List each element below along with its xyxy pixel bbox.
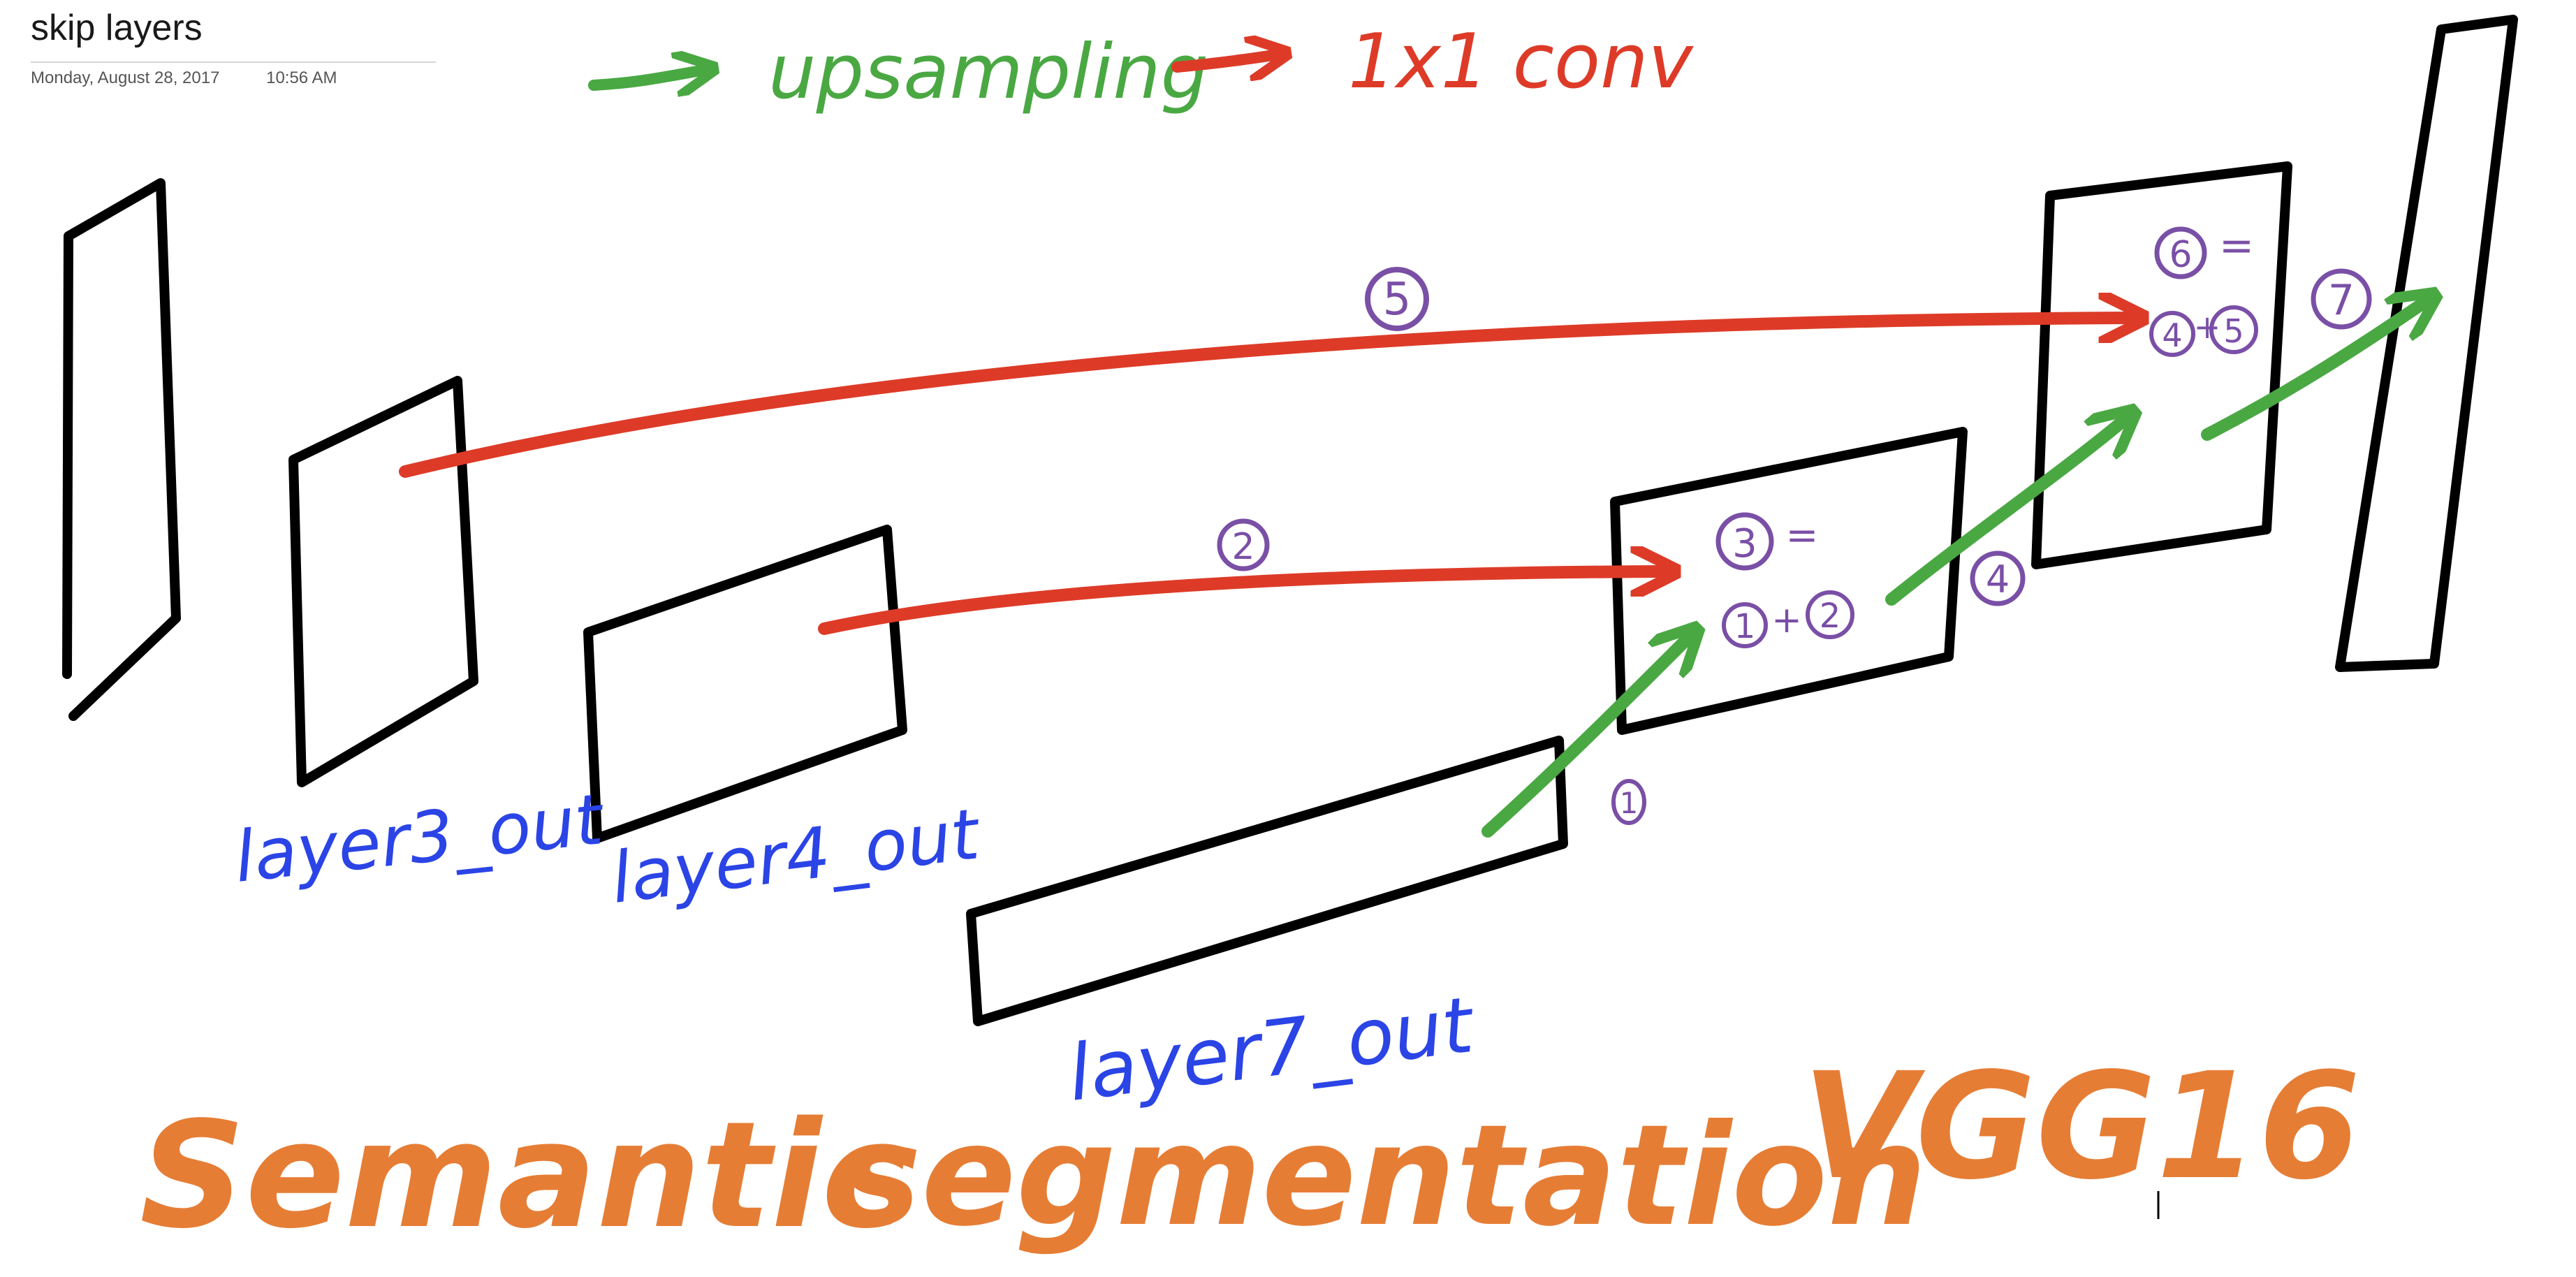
- legend-upsampling-label: upsampling: [768, 29, 1208, 116]
- step-1-circle: [1611, 779, 1646, 825]
- step-6-circle: [2154, 226, 2207, 279]
- legend-conv-arrow: [1171, 54, 1278, 67]
- upsample-arrow-4: [1885, 418, 2127, 606]
- layer-labels: layer3_out layer4_out layer7_out: [230, 778, 1479, 1118]
- conv-arrow-layer4: [818, 571, 1666, 635]
- step-3-a-label: 1: [1734, 607, 1756, 646]
- step-3-b-circle: [1806, 590, 1854, 639]
- layer3-shape: [288, 376, 478, 787]
- step-2-circle: [1217, 518, 1270, 571]
- note-divider: [31, 61, 436, 63]
- legend-conv-label: 1x1 conv: [1348, 18, 1695, 105]
- step-4-circle: [1970, 550, 2026, 606]
- caption-vgg16: VGG16: [1802, 1041, 2361, 1212]
- conv-arrow-layer3: [399, 318, 2134, 478]
- layer-shapes: [62, 15, 2518, 1026]
- layer3-label: layer3_out: [230, 778, 608, 898]
- caption: Semantic segmentation VGG16: [140, 1041, 2361, 1261]
- step-3-circle: [1715, 512, 1774, 571]
- step-6-b-label: 5: [2223, 312, 2244, 350]
- layer4-shape: [583, 525, 907, 843]
- step-6-a-label: 4: [2162, 316, 2182, 354]
- upsample-arrows: [1481, 300, 2427, 838]
- step-3-plus: +: [1771, 599, 1802, 641]
- step-6-b-circle: [2209, 305, 2258, 354]
- note-meta: Monday, August 28, 2017 10:56 AM: [31, 68, 436, 88]
- step-4-label: 4: [1986, 557, 2010, 601]
- upsample-arrow-1: [1481, 636, 1690, 838]
- step-3-b-label: 2: [1820, 597, 1841, 636]
- step-5-circle: [1365, 267, 1429, 331]
- legend: upsampling 1x1 conv: [588, 18, 1695, 116]
- layer7-shape: [966, 736, 1568, 1026]
- output-shape: [2335, 15, 2518, 672]
- step-1-label: 1: [1620, 786, 1639, 820]
- step-2-label: 2: [1231, 526, 1254, 568]
- conv-arrows: [399, 318, 2134, 635]
- step-6-a-circle: [2149, 311, 2195, 357]
- step-6-equals: =: [2219, 221, 2254, 270]
- step-7-label: 7: [2328, 276, 2355, 325]
- step-5-label: 5: [1383, 274, 1412, 326]
- note-title: skip layers: [31, 8, 203, 48]
- upsample-arrow-7: [2201, 300, 2427, 441]
- step-6-label: 6: [2169, 234, 2192, 276]
- step-3-label: 3: [1732, 521, 1757, 567]
- caption-semantic: Semantic: [140, 1090, 909, 1261]
- step-3-equals: =: [1786, 513, 1819, 558]
- legend-upsampling-arrow: [588, 70, 705, 85]
- step-3-a-circle: [1722, 602, 1768, 648]
- step-7-circle: [2311, 268, 2372, 330]
- caption-segmentation: segmentation: [838, 1095, 1927, 1257]
- note-date: Monday, August 28, 2017: [31, 68, 220, 87]
- step-markers: 5 2 1 3 = 1 + 2 4 6 = 4 + 5 7: [1217, 221, 2372, 825]
- input-image-shape: [62, 178, 181, 721]
- fused-1-shape: [1610, 427, 1968, 735]
- note-time: 10:56 AM: [266, 68, 337, 87]
- note-header: skip layers Monday, August 28, 2017 10:5…: [31, 10, 436, 88]
- fused-2-shape: [2031, 161, 2292, 569]
